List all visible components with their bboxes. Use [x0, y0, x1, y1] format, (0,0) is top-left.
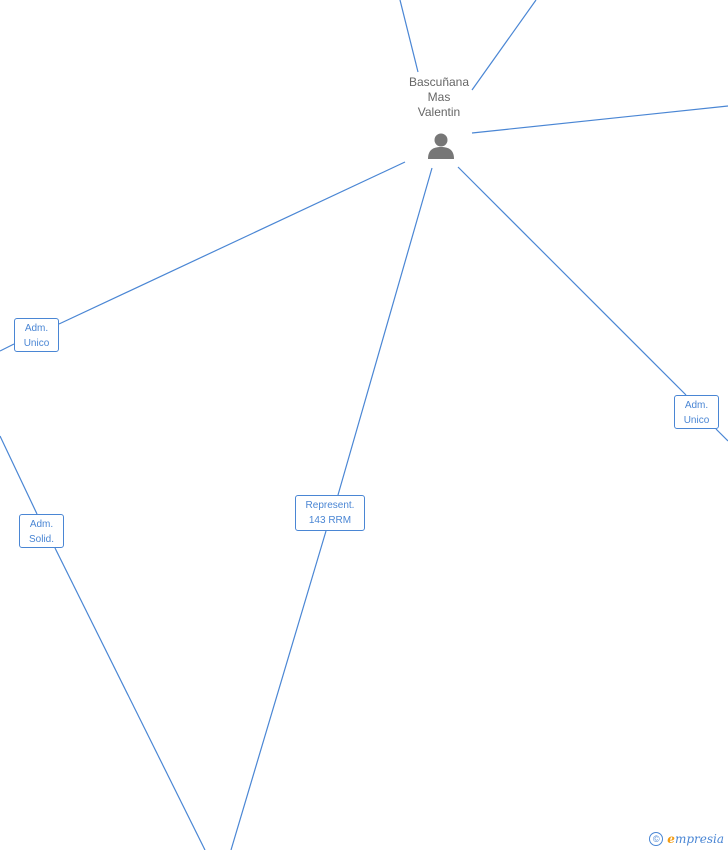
edge-to-adm-unico-right [457, 166, 687, 396]
edge-to-adm-unico-left [58, 161, 406, 325]
edge-adm-solid-down [54, 547, 206, 850]
person-name-line-2: Mas [427, 90, 451, 104]
role-line: Adm. [29, 519, 54, 530]
edge-top-left [399, 0, 419, 73]
role-adm-solid[interactable]: Adm. Solid. [19, 514, 64, 548]
person-name-line-1: Bascuñana [408, 75, 470, 89]
brand-initial: e [667, 832, 675, 846]
role-adm-unico-left[interactable]: Adm. Unico [14, 318, 59, 352]
edge-adm-unico-right-out [715, 428, 728, 442]
role-line: Adm. [684, 400, 709, 411]
brand-rest: mpresia [674, 832, 724, 846]
edge-represent-down [230, 530, 327, 850]
edge-to-adm-solid [0, 435, 38, 515]
role-line: Unico [683, 415, 710, 426]
role-represent[interactable]: Represent. 143 RRM [295, 495, 365, 531]
brand-logo: empresia [667, 832, 724, 846]
role-line: Represent. [305, 500, 355, 511]
person-name-line-3: Valentin [417, 105, 461, 119]
copyright-icon: © [649, 832, 664, 846]
edge-right [471, 105, 728, 134]
role-adm-unico-right[interactable]: Adm. Unico [674, 395, 719, 429]
role-line: Solid. [28, 534, 54, 545]
role-line: Adm. [24, 323, 49, 334]
person-name[interactable]: Bascuñana Mas Valentin [389, 75, 489, 120]
edge-top-right [471, 0, 537, 91]
empresia-watermark: © empresia [649, 832, 724, 846]
role-line: Unico [23, 338, 50, 349]
person-icon[interactable] [426, 131, 456, 161]
role-line: 143 RRM [308, 515, 352, 526]
edge-to-represent [337, 167, 433, 496]
edge-adm-unico-left-out [0, 343, 15, 352]
